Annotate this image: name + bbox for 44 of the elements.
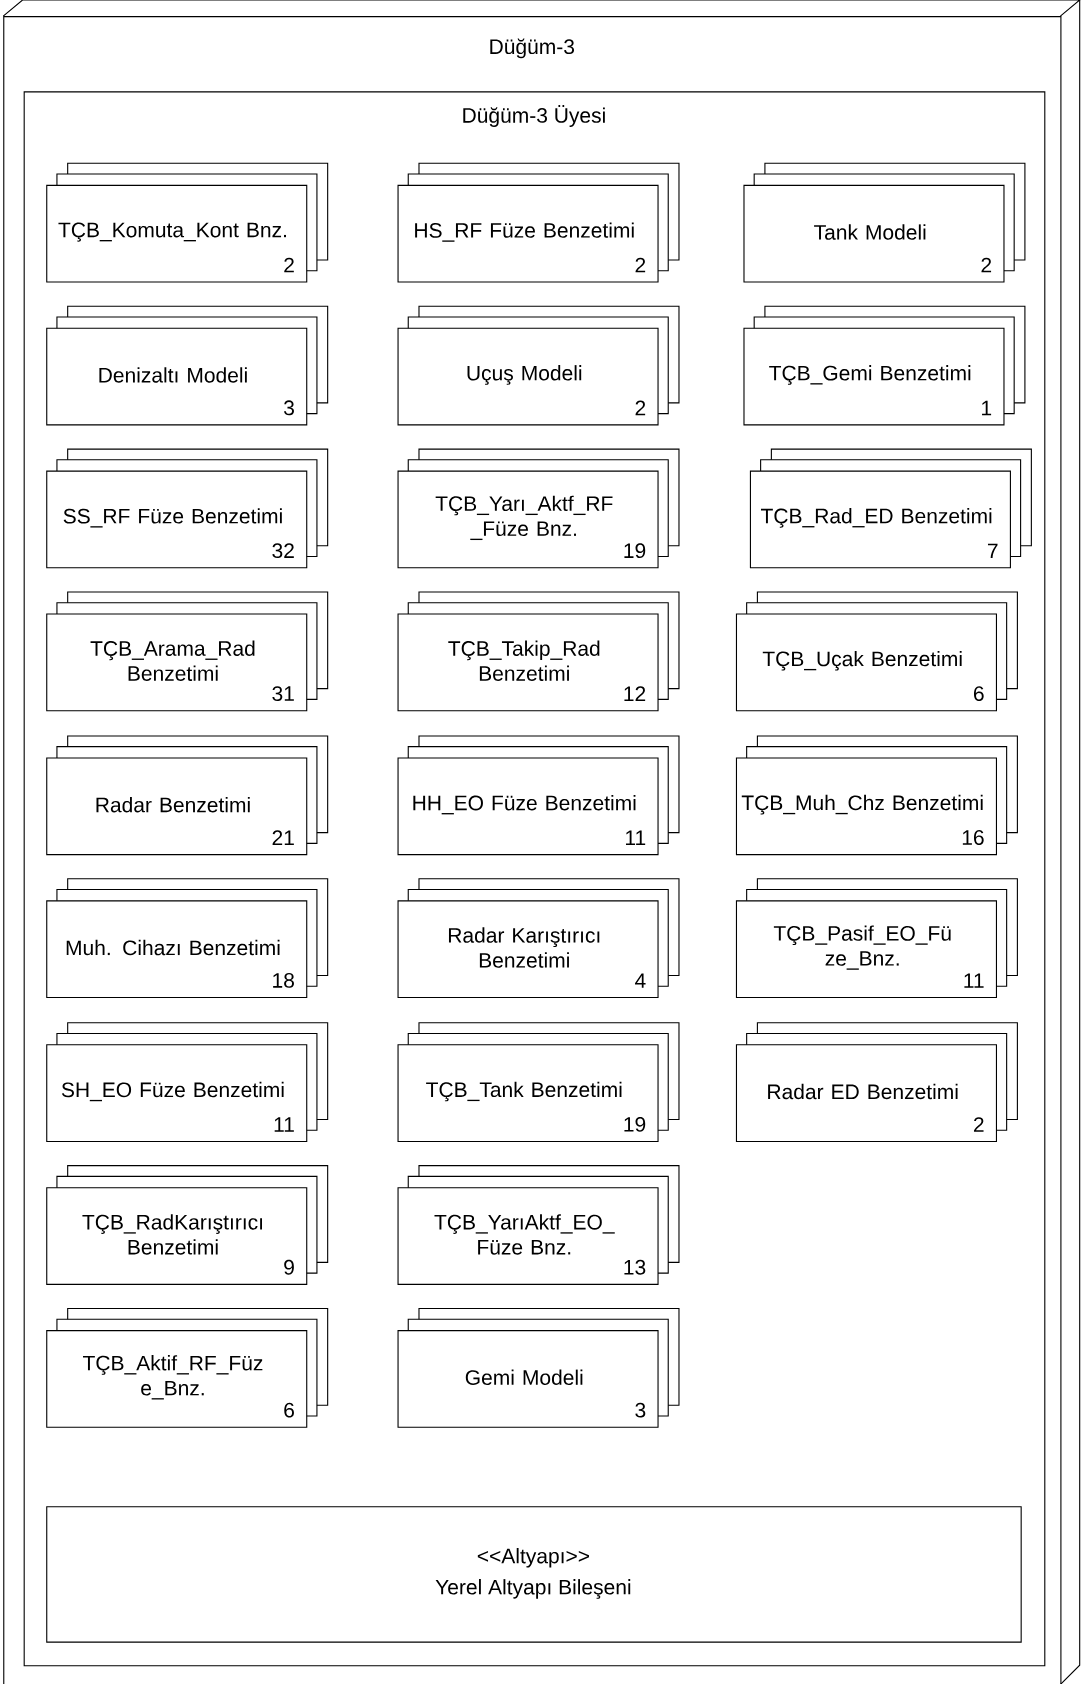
component-stack: Tank Modeli 2 [743, 162, 1026, 283]
component-stack: Radar ED Benzetimi 2 [735, 1022, 1018, 1143]
component-stack: Uçuş Modeli 2 [397, 305, 680, 426]
component-stack: TÇB_Arama_Rad Benzetimi 31 [46, 591, 329, 712]
node-label: 21 [272, 830, 294, 845]
node-label: 2 [284, 257, 294, 273]
node-label: 16 [962, 830, 984, 845]
component-stack: TÇB_Tank Benzetimi 19 [397, 1022, 680, 1143]
node-label: 19 [624, 1116, 646, 1132]
component-stack: TÇB_RadKarıştırıcı Benzetimi 9 [46, 1165, 329, 1285]
component-stack: TÇB_Yarı_Aktf_RF _Füze Bnz. 19 [397, 448, 680, 569]
component-stack: Muh. Cihazı Benzetimi 18 [46, 878, 329, 999]
node-label: 3 [284, 400, 294, 416]
component-stack: HS_RF Füze Benzetimi 2 [397, 162, 680, 283]
node-label: 11 [626, 830, 646, 845]
component-stack: TÇB_Gemi Benzetimi 1 [743, 305, 1026, 426]
component-stack: Radar Benzetimi 21 [46, 735, 329, 856]
node-label: 11 [964, 973, 984, 988]
node-label: 2 [635, 257, 646, 273]
component-stack: TÇB_Aktif_RF_Füz e_Bnz. 6 [46, 1308, 329, 1428]
node-label: 7 [987, 543, 998, 559]
component-stack: SS_RF Füze Benzetimi 32 [46, 448, 329, 569]
component-stack: TÇB_Pasif_EO_Fü ze_Bnz. 11 [735, 878, 1018, 999]
component-stack: HH_EO Füze Benzetimi 11 [397, 735, 680, 856]
component-stack: TÇB_Muh_Chz Benzetimi 16 [735, 735, 1018, 856]
node-label: 4 [635, 973, 646, 988]
component-stack: Radar Karıştırıcı Benzetimi 4 [397, 878, 680, 999]
node-label: 11 [274, 1117, 294, 1132]
node-label: 2 [981, 257, 992, 273]
component-stack: TÇB_Rad_ED Benzetimi 7 [749, 448, 1032, 569]
node-label: 32 [272, 543, 294, 559]
node-label: 19 [624, 543, 646, 559]
component-stack: TÇB_Uçak Benzetimi 6 [735, 591, 1018, 712]
component-stack: TÇB_Komuta_Kont Bnz. 2 [46, 162, 329, 283]
component-box: <<Altyapı>> Yerel Altyapı Bileşeni [46, 1506, 1022, 1643]
component-stack: SH_EO Füze Benzetimi 11 [46, 1022, 329, 1143]
node-label: 1 [982, 400, 992, 416]
node-label: 2 [973, 1117, 984, 1132]
component-stack: Denizaltı Modeli 3 [46, 305, 329, 426]
component-stack: TÇB_Takip_Rad Benzetimi 12 [397, 591, 680, 712]
node-label: 18 [273, 972, 294, 988]
component-stack: TÇB_YarıAktf_EO_ Füze Bnz. 13 [397, 1165, 680, 1285]
node-label: 2 [635, 400, 646, 416]
component-stack: Gemi Modeli 3 [397, 1308, 680, 1428]
